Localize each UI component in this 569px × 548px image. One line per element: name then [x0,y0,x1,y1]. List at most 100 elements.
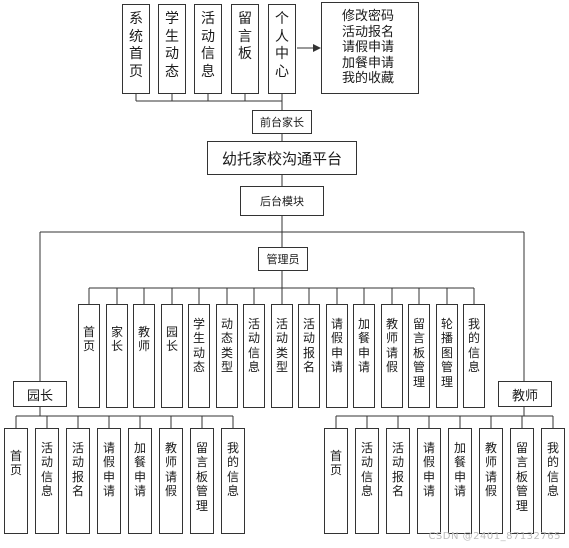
admin-item-9-char: 请 [330,360,343,375]
admin-item-5-char: 型 [220,360,233,375]
admin-item-4: 学生动态 [188,304,210,408]
director-item-6-char: 留 [195,441,208,455]
admin-item-13-char: 轮 [440,317,453,331]
admin-item-12-char: 留 [412,317,425,331]
front-item-1: 学生动态 [158,4,186,94]
teacher-item-5-char: 师 [484,455,497,470]
admin-item-1-char: 家 [110,325,123,339]
teacher-item-1-char: 动 [360,455,373,470]
teacher-item-0-char: 首 [329,449,342,463]
admin-item-8: 活动报名 [298,304,320,408]
admin-item-7: 活动类型 [271,304,293,408]
admin-item-6-char: 动 [247,331,260,346]
admin-item-3-char: 园 [165,325,178,339]
admin-node: 管理员 [258,247,308,271]
teacher-node: 教师 [498,381,552,407]
front-item-0-char: 页 [129,63,143,80]
admin-item-12-char: 管 [412,360,425,375]
personal-center-functions: 修改密码活动报名请假申请加餐申请我的收藏 [321,2,419,94]
admin-item-10: 加餐申请 [353,304,375,408]
admin-item-6-char: 信 [247,345,260,360]
teacher-item-2: 活动报名 [386,428,410,534]
teacher-item-4: 加餐申请 [448,428,472,534]
admin-item-0-char: 页 [82,339,95,354]
teacher-item-6: 留言板管理 [510,428,534,534]
admin-item-3: 园长 [161,304,183,408]
admin-item-11-char: 假 [385,360,398,375]
director-item-6-char: 理 [195,498,208,513]
director-item-7-char: 息 [226,484,239,499]
director-item-3-char: 请 [102,484,115,499]
teacher-item-5-char: 假 [484,484,497,499]
teacher-item-6-char: 板 [515,469,528,484]
teacher-item-6-char: 管 [515,484,528,499]
teacher-item-3-char: 申 [422,469,435,484]
teacher-item-7-char: 息 [546,484,559,499]
teacher-item-1-char: 信 [360,469,373,484]
teacher-item-7-char: 的 [546,455,559,470]
director-item-5: 教师请假 [159,428,183,534]
front-item-1-char: 动 [165,46,179,62]
front-item-3-char: 言 [238,28,252,45]
front-item-2-char: 息 [201,63,215,80]
admin-item-8-char: 活 [302,317,315,331]
admin-item-11-char: 教 [385,317,398,331]
director-item-4-char: 申 [133,469,146,484]
teacher-item-4-char: 餐 [453,455,466,470]
admin-item-4-char: 学 [192,317,205,331]
teacher-item-6-char: 理 [515,498,528,513]
admin-item-10-char: 申 [357,345,370,360]
front-item-1-char: 生 [165,28,179,45]
director-item-2-char: 动 [71,455,84,470]
director-item-1-char: 动 [40,455,53,470]
admin-item-2-char: 师 [137,339,150,354]
admin-item-9-char: 假 [330,331,343,346]
admin-item-12-char: 板 [412,345,425,360]
admin-item-4-char: 动 [192,345,205,360]
admin-item-5: 动态类型 [216,304,238,408]
director-node: 园长 [13,381,67,407]
personal-center-function: 请假申请 [342,40,395,56]
front-item-0-char: 首 [129,46,143,62]
front-item-4-char: 个 [275,11,289,27]
teacher-item-3: 请假申请 [417,428,441,534]
director-item-3-char: 申 [102,469,115,484]
admin-item-13-char: 管 [440,360,453,375]
front-item-3-char: 留 [238,11,252,27]
teacher-item-4-char: 请 [453,484,466,499]
director-item-7-char: 的 [226,455,239,470]
director-item-3: 请假申请 [97,428,121,534]
director-item-6: 留言板管理 [190,428,214,534]
director-item-2: 活动报名 [66,428,90,534]
front-item-0-char: 系 [129,11,143,27]
teacher-item-3-char: 请 [422,484,435,499]
admin-item-6: 活动信息 [243,304,265,408]
admin-item-14-char: 信 [467,345,480,360]
admin-item-4-char: 态 [192,360,205,375]
teacher-item-1-char: 息 [360,484,373,499]
front-item-4-char: 人 [275,28,289,45]
teacher-item-4-char: 加 [453,441,466,455]
director-item-0-char: 页 [9,463,22,478]
admin-item-10-char: 请 [357,360,370,375]
admin-item-10-char: 餐 [357,331,370,346]
teacher-item-7-char: 信 [546,469,559,484]
admin-item-10-char: 加 [357,317,370,331]
admin-item-6-char: 息 [247,360,260,375]
director-item-4-char: 请 [133,484,146,499]
admin-item-5-char: 类 [220,345,233,360]
teacher-item-4-char: 申 [453,469,466,484]
admin-item-8-char: 报 [302,345,315,360]
director-item-4-char: 餐 [133,455,146,470]
teacher-item-6-char: 言 [515,455,528,470]
teacher-item-7: 我的信息 [541,428,565,534]
front-parent-node: 前台家长 [252,110,312,134]
front-item-3-char: 板 [238,46,252,62]
director-item-2-char: 活 [71,441,84,455]
platform-node: 幼托家校沟通平台 [207,141,357,175]
personal-center-function: 我的收藏 [342,71,395,87]
director-item-5-char: 教 [164,441,177,455]
director-item-1-char: 活 [40,441,53,455]
admin-item-9: 请假申请 [326,304,348,408]
director-item-6-char: 板 [195,469,208,484]
